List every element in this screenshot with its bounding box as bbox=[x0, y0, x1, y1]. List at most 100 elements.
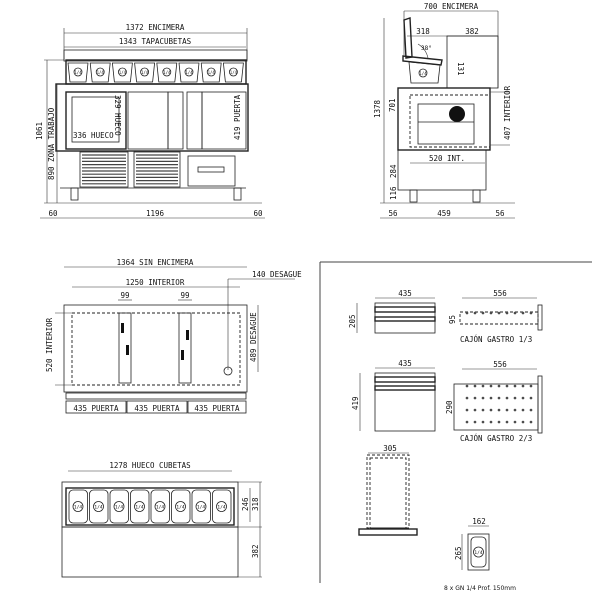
front-pan-label: 1/4 bbox=[74, 70, 82, 75]
drawer-front bbox=[187, 155, 236, 187]
dim-left: 56 bbox=[388, 209, 398, 218]
glass-door bbox=[65, 91, 127, 150]
compressor-grilles bbox=[79, 151, 181, 188]
drawer23-front bbox=[374, 372, 436, 432]
top-pan bbox=[150, 489, 170, 524]
perforation-dot bbox=[505, 420, 509, 424]
perforation-dot bbox=[465, 408, 469, 412]
door-strip bbox=[65, 392, 247, 400]
gn-pan-label: 1/4 bbox=[474, 550, 482, 556]
gn-length: 265 bbox=[454, 546, 463, 560]
counter-outline bbox=[61, 526, 239, 578]
hueco-width: 336 HUECO bbox=[73, 131, 114, 140]
gn-pan-outline bbox=[467, 533, 490, 571]
dim-interior-depth: 520 INTERIOR bbox=[45, 317, 54, 372]
interior-outline bbox=[71, 312, 241, 386]
perforation-dot bbox=[465, 420, 469, 424]
drawer-handle bbox=[197, 166, 225, 173]
top-pan-label: 1/4 bbox=[156, 505, 164, 511]
front-pan bbox=[156, 62, 178, 83]
divider-mark bbox=[181, 350, 184, 360]
leg-right bbox=[472, 189, 481, 203]
perforation-dot bbox=[473, 420, 477, 424]
interior-box bbox=[417, 103, 475, 145]
dim-center: 1196 bbox=[146, 209, 165, 218]
lid-angle: 38° bbox=[421, 45, 432, 52]
perforation-dot bbox=[465, 384, 469, 388]
drawer13-rail bbox=[374, 306, 436, 313]
drawer-gastro-23: 435 419 556 290 CAJÓN GASTRO 2/3 bbox=[351, 359, 543, 443]
perforation-dot bbox=[529, 384, 533, 388]
side-pan-label: 1/4 bbox=[419, 71, 427, 76]
perforation-dot bbox=[529, 408, 533, 412]
perforation-dot bbox=[521, 420, 525, 424]
perforation-dot bbox=[481, 420, 485, 424]
drawer13-inner-height: 95 bbox=[448, 315, 457, 324]
door-1-label: 435 PUERTA bbox=[73, 404, 119, 413]
top-pan bbox=[191, 489, 211, 524]
perforation-dot bbox=[521, 408, 525, 412]
pan-base bbox=[358, 528, 418, 536]
gn-caption: 8 x GN 1/4 Prof. 150mm bbox=[444, 585, 516, 592]
top-pan-label: 1/4 bbox=[115, 505, 123, 511]
dim-div2: 99 bbox=[180, 291, 189, 300]
perforation-dot bbox=[497, 420, 501, 424]
divider-1 bbox=[118, 312, 132, 384]
height-total: 1061 bbox=[35, 122, 44, 140]
perforation-dot bbox=[529, 396, 533, 400]
side-view: 700 ENCIMERA 318 382 38° 1/4 131 701 137… bbox=[373, 2, 515, 219]
drawer13-caption: CAJÓN GASTRO 1/3 bbox=[460, 335, 532, 344]
top-pan-marker bbox=[72, 501, 84, 512]
top-pan bbox=[212, 489, 232, 524]
perforation-dot bbox=[473, 384, 477, 388]
dim-desague-depth: 489 DESAGUE bbox=[249, 312, 258, 362]
drawer-gastro-13: 435 205 556 95 CAJÓN GASTRO 1/3 bbox=[348, 289, 543, 344]
top-pan-marker bbox=[113, 501, 125, 512]
perforation-dot bbox=[505, 408, 509, 412]
divider-mark bbox=[186, 330, 189, 340]
dim-encimera: 1372 ENCIMERA bbox=[126, 23, 185, 32]
door-handle-right bbox=[186, 91, 203, 150]
front-pan-label: 1/4 bbox=[97, 70, 105, 75]
perforation-dot bbox=[465, 396, 469, 400]
dim-701: 701 bbox=[388, 98, 397, 112]
perforation-dot bbox=[513, 384, 517, 388]
door-3 bbox=[187, 400, 247, 414]
perforation-dot bbox=[529, 420, 533, 424]
pan-well-outline bbox=[61, 481, 239, 528]
drawer23-rail bbox=[374, 385, 436, 391]
front-pan-label: 1/4 bbox=[230, 70, 238, 75]
perforation-dot bbox=[521, 384, 525, 388]
front-pan-marker bbox=[206, 67, 216, 77]
top-pan-label: 1/4 bbox=[217, 505, 225, 511]
drawer23-perforation bbox=[465, 384, 533, 424]
perforation-dot bbox=[513, 408, 517, 412]
height-total: 1378 bbox=[373, 99, 382, 118]
perforation-dot bbox=[513, 420, 517, 424]
right-door bbox=[201, 91, 247, 150]
perforation-dot bbox=[497, 311, 501, 315]
side-cabinet bbox=[397, 87, 491, 151]
pan-frame bbox=[65, 487, 235, 526]
front-pan bbox=[222, 62, 244, 83]
lid-base bbox=[402, 55, 443, 66]
pan-width: 305 bbox=[383, 444, 397, 453]
perforation-dot bbox=[497, 396, 501, 400]
dim-284: 284 bbox=[389, 164, 398, 178]
drawer23-height: 419 bbox=[351, 396, 360, 410]
front-pan bbox=[111, 62, 133, 83]
top-pan-marker bbox=[216, 501, 227, 512]
perforation-dot bbox=[473, 408, 477, 412]
gn-width: 162 bbox=[472, 517, 486, 526]
top-pan-marker bbox=[134, 501, 145, 512]
dim-382: 382 bbox=[465, 27, 479, 36]
top-pan-marker bbox=[195, 501, 207, 512]
perforation-dot bbox=[529, 311, 533, 315]
top-pan bbox=[89, 489, 109, 524]
front-pan bbox=[67, 62, 89, 83]
grille-panel bbox=[79, 151, 129, 188]
